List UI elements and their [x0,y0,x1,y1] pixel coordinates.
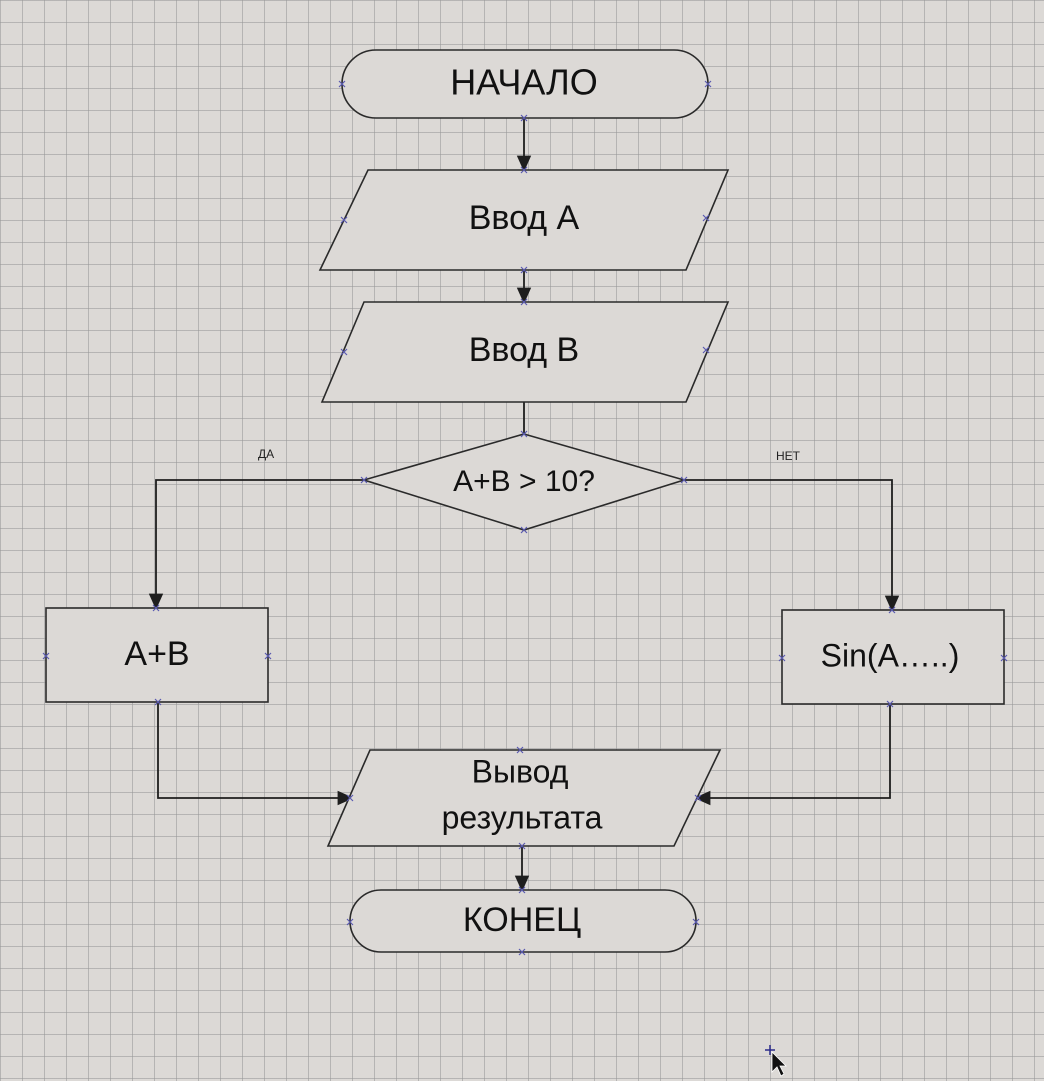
connection-handle-marker[interactable] [520,266,528,274]
connection-handle-marker[interactable] [520,166,528,174]
connection-handle-marker[interactable] [338,80,346,88]
decision-label: A+B > 10? [453,465,595,498]
connection-handle-marker[interactable] [152,604,160,612]
connection-handle-marker[interactable] [778,654,786,662]
connection-handle-marker[interactable] [886,700,894,708]
start-label: НАЧАЛО [450,62,598,103]
connection-handle-marker[interactable] [888,606,896,614]
output-label-line1: Вывод [472,753,569,789]
connector-decision-yes [148,479,364,610]
decision-block[interactable]: A+B > 10? [361,433,687,531]
connection-handle-marker[interactable] [520,114,528,122]
connection-handle-marker[interactable] [516,746,524,754]
end-label: КОНЕЦ [463,901,581,939]
connection-handle-marker[interactable] [694,794,702,802]
connection-handle-marker[interactable] [518,842,526,850]
connection-handle-marker[interactable] [520,430,528,438]
connection-handle-marker[interactable] [520,526,528,534]
no-process-block[interactable]: Sin(A…..) [781,609,1005,705]
connection-handle-marker[interactable] [360,476,368,484]
connection-handle-marker[interactable] [340,348,348,356]
connection-handle-marker[interactable] [340,216,348,224]
connection-handle-marker[interactable] [692,918,700,926]
connection-handle-marker[interactable] [42,652,50,660]
connection-handle-marker[interactable] [702,346,710,354]
connection-handle-marker[interactable] [346,794,354,802]
output-block[interactable]: Вывод результата [326,749,722,847]
end-terminator[interactable]: КОНЕЦ [349,889,697,953]
connection-handle-marker[interactable] [1000,654,1008,662]
input-a-label: Ввод А [469,199,580,237]
input-a-block[interactable]: Ввод А [318,169,730,271]
no-label: НЕТ [776,449,801,463]
connection-handles [42,80,1008,956]
connection-handle-marker[interactable] [346,918,354,926]
yes-process-block[interactable]: A+B [45,607,269,703]
connection-handle-marker[interactable] [702,214,710,222]
connector-decision-no [684,479,900,612]
yes-label: ДА [258,447,274,461]
no-process-label: Sin(A…..) [821,637,960,673]
start-terminator[interactable]: НАЧАЛО [341,49,709,119]
connection-handle-marker[interactable] [154,698,162,706]
connection-handle-marker[interactable] [520,298,528,306]
mouse-pointer-icon [765,1045,787,1077]
connection-handle-marker[interactable] [704,80,712,88]
output-label-line2: результата [442,799,603,835]
connection-handle-marker[interactable] [264,652,272,660]
yes-process-label: A+B [124,635,189,673]
connector-yes-to-output [157,702,354,806]
connection-handle-marker[interactable] [518,886,526,894]
connector-no-to-output [694,704,891,806]
connection-handle-marker[interactable] [680,476,688,484]
input-b-label: Ввод В [469,331,579,369]
connection-handle-marker[interactable] [518,948,526,956]
input-b-block[interactable]: Ввод В [320,301,730,403]
